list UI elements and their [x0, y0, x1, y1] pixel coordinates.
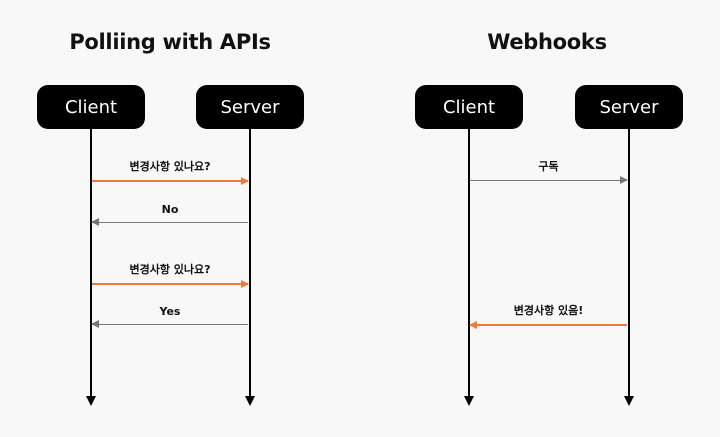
webhooks-subscribe-label: 구독 [538, 160, 559, 173]
webhooks-server-actor: Server [575, 85, 683, 129]
arrowhead [241, 177, 249, 185]
polling-client-lifeline-arrowhead [86, 396, 96, 406]
webhooks-notify-label: 변경사항 있음! [513, 304, 584, 317]
arrow-line [92, 324, 248, 325]
webhooks-client-lifeline-arrowhead [464, 396, 474, 406]
arrow-line [92, 222, 248, 223]
arrowhead [469, 321, 477, 329]
webhooks-server-lifeline [628, 129, 630, 399]
arrowhead [241, 280, 249, 288]
polling-title: Polliing with APIs [69, 30, 271, 54]
arrow-line [92, 283, 248, 285]
arrowhead [620, 176, 628, 184]
arrow-line [92, 180, 248, 182]
webhooks-title: Webhooks [487, 30, 607, 54]
webhooks-client-lifeline [468, 129, 470, 399]
polling-client-actor: Client [37, 85, 145, 129]
arrowhead [91, 218, 99, 226]
polling-request-label-1: 변경사항 있나요? [129, 160, 211, 173]
polling-response-label-no: No [161, 203, 179, 216]
polling-client-lifeline [90, 129, 92, 399]
arrow-line [470, 180, 627, 181]
arrow-line [470, 324, 627, 326]
webhooks-server-lifeline-arrowhead [624, 396, 634, 406]
polling-server-actor: Server [196, 85, 304, 129]
polling-server-lifeline [249, 129, 251, 399]
polling-response-label-yes: Yes [159, 305, 181, 318]
webhooks-client-actor: Client [415, 85, 523, 129]
arrowhead [91, 320, 99, 328]
polling-server-lifeline-arrowhead [245, 396, 255, 406]
polling-request-label-2: 변경사항 있나요? [129, 263, 211, 276]
